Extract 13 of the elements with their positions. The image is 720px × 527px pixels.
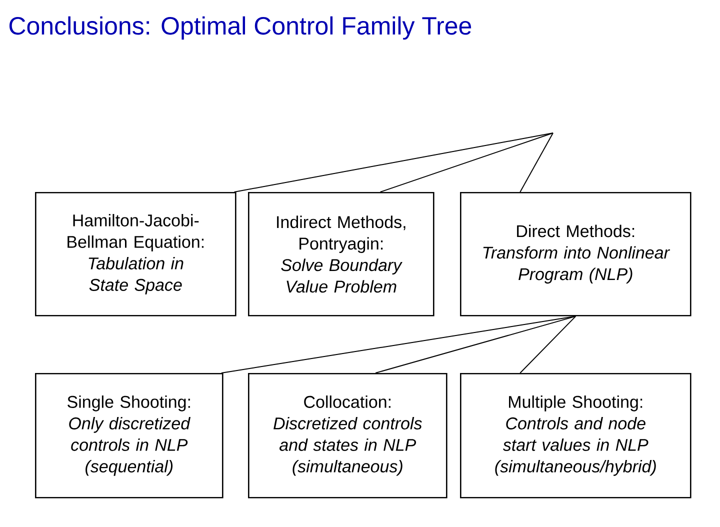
title: Conclusions: Optimal Control Family Tree <box>9 16 472 40</box>
method-box: Direct Methods: Transform into Nonlinear Program (NLP) <box>460 192 692 316</box>
tree-line <box>220 316 576 374</box>
method-box: Indirect Methods, Pontryagin: Solve Boundary Value Problem <box>248 192 434 316</box>
method-box: Collocation: Discretized controls and states in NLP (simultaneous) <box>248 373 448 498</box>
tree-line <box>520 132 554 192</box>
method-box: Multiple Shooting: Controls and node start values in NLP (simultaneous/hybrid) <box>460 373 692 498</box>
tree-line <box>234 132 554 192</box>
tree-line <box>375 316 576 374</box>
tree-line <box>520 316 576 374</box>
tree-line <box>380 132 554 192</box>
method-box: Hamilton-Jacobi-Bellman Equation: Tabulation in State Space <box>35 192 236 316</box>
method-box: Single Shooting: Only discretized controls in NLP (sequential) <box>35 373 224 498</box>
